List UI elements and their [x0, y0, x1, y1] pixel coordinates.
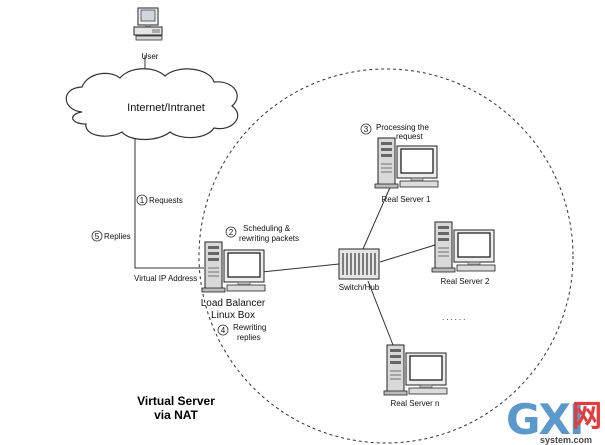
load-balancer-icon	[201, 241, 266, 293]
watermark-domain: system.com	[540, 435, 592, 445]
site-watermark: GXI 网 system.com	[506, 395, 602, 445]
step-2-label-line2: rewriting packets	[239, 234, 299, 243]
lb-label-line1: Load Balancer	[201, 298, 266, 309]
step-4-label-line1: Rewriting	[233, 323, 266, 332]
step-5-badge	[91, 230, 103, 242]
switch-to-server2-link	[379, 244, 436, 263]
step-5-number: 5	[95, 232, 100, 241]
step-1-number: 1	[140, 196, 145, 205]
diagram-title-line2: via NAT	[154, 408, 198, 422]
step-4-label-line2: replies	[237, 333, 261, 342]
switch-to-servern-link	[367, 280, 394, 346]
step-1-badge	[136, 194, 148, 206]
real-server-n-label: Real Server n	[391, 399, 440, 408]
watermark-letters: GXI	[506, 395, 582, 444]
user-computer-icon	[133, 7, 163, 41]
cloud-label: Internet/Intranet	[127, 102, 205, 114]
step-3-label-line2: request	[396, 132, 423, 141]
step-5-label: Replies	[104, 232, 131, 241]
real-server-2-icon	[431, 221, 496, 273]
step-4-number: 4	[221, 326, 226, 335]
cluster-boundary	[198, 68, 574, 444]
step-4-badge	[217, 324, 229, 336]
switch-to-server1-link	[362, 182, 393, 250]
switch-hub-icon	[338, 248, 380, 280]
user-label: User	[142, 52, 159, 61]
step-1-label: Requests	[149, 196, 183, 205]
more-servers-ellipsis: ......	[442, 313, 467, 322]
real-server-n-icon	[383, 344, 448, 396]
step-3-label-line1: Processing the	[376, 123, 429, 132]
step-2-badge	[225, 226, 237, 238]
vip-label: Virtual IP Address	[134, 274, 197, 283]
switch-label: Switch/Hub	[339, 283, 380, 292]
real-server-2-label: Real Server 2	[441, 277, 490, 286]
lb-label-line2: Linux Box	[211, 310, 255, 321]
lb-to-switch-link	[261, 263, 340, 273]
step-2-label-line1: Scheduling &	[243, 224, 291, 233]
step-3-badge	[360, 123, 372, 135]
step-3-number: 3	[364, 125, 369, 134]
watermark-cjk: 网	[572, 399, 602, 434]
step-2-number: 2	[229, 228, 234, 237]
diagram-title-line1: Virtual Server	[137, 394, 215, 408]
real-server-1-icon	[374, 137, 439, 189]
internet-cloud	[65, 68, 239, 141]
internet-to-lb-link	[134, 128, 204, 269]
real-server-1-label: Real Server 1	[382, 195, 431, 204]
